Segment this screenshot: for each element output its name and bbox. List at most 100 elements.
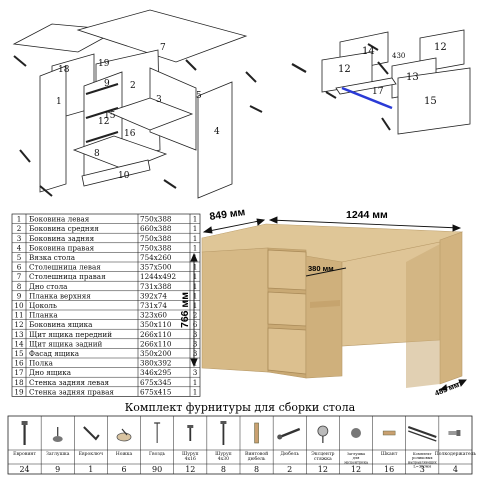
shelf-pin-icon [448, 430, 461, 436]
exploded-desk-drawing [12, 9, 263, 199]
pedestal-front [201, 247, 269, 373]
part-size: 750х388 [140, 234, 172, 243]
part-quantity: 1 [193, 359, 198, 368]
hardware-item-quantity: 90 [152, 465, 162, 474]
assembled-desk-render [201, 223, 464, 388]
part-quantity: 1 [193, 272, 198, 281]
hardware-item-name: Ножка [116, 451, 133, 457]
hardware-item-name: Полкодержатель [435, 451, 477, 457]
part-quantity: 3 [193, 339, 198, 348]
part-size: 675х345 [140, 378, 172, 387]
part-name: Планка верхняя [29, 291, 91, 300]
part-size: 392х74 [140, 291, 167, 300]
part-name: Боковина задняя [29, 234, 95, 243]
parts-table-row: 3 Боковина задняя 750х388 1 [12, 232, 200, 243]
part-name: Боковина правая [29, 243, 95, 252]
part-number: 14 [14, 339, 24, 348]
part-quantity: 1 [193, 243, 198, 252]
part-name: Планка [29, 311, 58, 320]
part-number: 8 [17, 282, 22, 291]
part-number: 19 [14, 387, 24, 396]
hardware-item-quantity: 3 [420, 465, 425, 474]
part-quantity: 1 [193, 282, 198, 291]
part-size: 323х60 [140, 311, 167, 320]
drawer-part-label: 14 [362, 46, 375, 57]
part-size: 266х110 [140, 330, 172, 339]
nail-icon [154, 422, 161, 443]
part-size: 731х388 [140, 282, 172, 291]
hardware-item-name: Заглушка [46, 451, 70, 457]
hardware-item-name: Дюбель [280, 450, 299, 457]
hardware-item-quantity: 9 [55, 465, 60, 474]
part-size: 675х415 [140, 387, 172, 396]
part-top-right [76, 9, 248, 63]
part-size: 380х392 [140, 359, 172, 368]
part-side-right [197, 81, 233, 199]
hardware-item-name: Шкант [381, 451, 398, 457]
part-side-left [39, 65, 67, 193]
roller-rail-icon [407, 426, 437, 442]
part-quantity: 1 [193, 378, 198, 387]
part-size: 350х200 [140, 349, 172, 358]
part-number-label: 10 [118, 171, 130, 181]
part-number-label: 18 [58, 65, 70, 75]
foot-icon [116, 428, 132, 442]
part-size: 346х295 [140, 368, 172, 377]
part-number: 6 [17, 263, 22, 272]
part-name: Столешница правая [29, 272, 106, 281]
part-number: 12 [14, 320, 23, 329]
part-number-label: 19 [98, 59, 110, 69]
desk-shelf [310, 300, 340, 308]
part-quantity: 1 [193, 234, 198, 243]
part-plinth [81, 159, 151, 187]
hardware-table: Евровинт24Заглушка9Евроключ1Ножка6Гвоздь… [7, 415, 477, 475]
hardware-item-quantity: 12 [318, 465, 328, 474]
part-name: Цоколь [29, 301, 57, 310]
part-number-label: 1 [56, 97, 62, 107]
hardware-item-name: Евровинт [13, 451, 36, 457]
part-number: 17 [14, 368, 24, 377]
part-quantity: 3 [193, 368, 198, 377]
part-size: 350х110 [140, 320, 172, 329]
hardware-item-quantity: 8 [221, 465, 226, 474]
drawer-part-label: 12 [434, 42, 447, 53]
drawer-facade [397, 67, 471, 135]
part-number: 15 [14, 349, 24, 358]
drawer-fronts [267, 249, 307, 375]
part-name: Боковина средняя [29, 224, 99, 233]
drawer-part-label: 12 [338, 64, 351, 75]
part-number: 3 [17, 234, 22, 243]
part-size: 1244х492 [140, 272, 176, 281]
part-number-label: 3 [156, 95, 162, 105]
hardware-item-quantity: 12 [185, 465, 195, 474]
drawer-screws [291, 43, 391, 131]
part-size: 750х388 [140, 215, 172, 224]
part-name: Стенка задняя правая [29, 387, 114, 396]
part-number-label: 8 [94, 149, 100, 159]
part-quantity: 1 [193, 263, 198, 272]
part-name: Боковина ящика [29, 320, 93, 329]
hex-key-icon [83, 426, 100, 441]
